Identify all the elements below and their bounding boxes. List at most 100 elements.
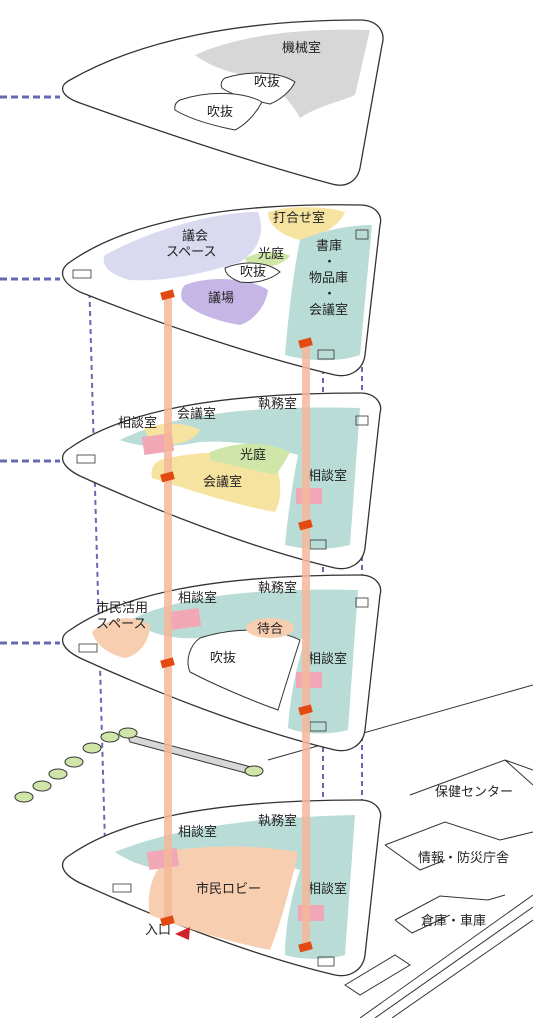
storage-zone [285, 225, 372, 361]
entrance-arrow-icon [175, 927, 190, 940]
shaft-marker [160, 471, 175, 483]
storage-line2: ・ [323, 255, 336, 270]
stair-icon [76, 454, 96, 464]
column-line-left [88, 274, 107, 881]
shaft-marker [160, 289, 175, 301]
assembly-space-line1: 議会 [182, 229, 208, 244]
info-disaster-label: 情報・防災庁舎 [418, 850, 509, 866]
office-label: 執務室 [258, 580, 297, 596]
stair-icon [355, 597, 369, 608]
void-b-zone [174, 93, 263, 131]
bridge [14, 727, 264, 803]
consult-room-right-label: 相談室 [308, 651, 347, 667]
shaft-marker [298, 519, 313, 531]
stair-icon [317, 349, 335, 360]
shaft-marker [298, 704, 313, 716]
assembly-space-label: 議会 スペース [166, 229, 216, 260]
tree-icon [48, 768, 68, 780]
citizen-space-line1: 市民活用 [96, 600, 148, 616]
consult-room-right-zone [298, 905, 324, 921]
warehouse-label: 倉庫・車庫 [421, 914, 486, 929]
assembly-space-line2: スペース [166, 245, 216, 260]
stair-icon [112, 883, 132, 893]
consult-room-left-label: 相談室 [178, 824, 217, 840]
shaft-marker [160, 657, 175, 669]
shaft-marker [298, 337, 313, 349]
conference-top-label: 会議室 [177, 406, 216, 422]
floor-3: 相談室 会議室 執務室 光庭 会議室 相談室 [61, 392, 382, 570]
surroundings [267, 684, 533, 1018]
citizen-lobby-label: 市民ロビー [196, 881, 261, 897]
health-center-outline [409, 759, 533, 796]
road-edge-3 [391, 919, 533, 1018]
consult-room-left-label: 相談室 [118, 415, 157, 431]
citizen-space-zone [92, 618, 150, 658]
floor-4: 議会 スペース 打合せ室 光庭 吹抜 議場 書庫 ・ 物品庫 ・ 会議室 [61, 204, 382, 377]
road-edge-2 [374, 906, 533, 1018]
diagonal-line-upper [267, 684, 533, 761]
parking-outline [344, 954, 411, 996]
road-edge-1 [359, 894, 533, 1018]
storage-label: 書庫 ・ 物品庫 ・ 会議室 [309, 239, 352, 318]
tree-circles [14, 727, 264, 803]
stair-icon [78, 643, 98, 653]
chamber-label: 議場 [208, 291, 234, 306]
void-a-label: 吹抜 [254, 74, 280, 90]
consult-room-right-label: 相談室 [308, 881, 347, 897]
bridge-deck [126, 733, 258, 777]
level-markers [0, 95, 60, 645]
conference-main-label: 会議室 [203, 474, 242, 490]
citizen-lobby-zone [148, 846, 298, 950]
light-court-zone [210, 443, 290, 475]
floor-2: 市民活用 スペース 相談室 執務室 待合 吹抜 相談室 [61, 574, 382, 752]
consult-room-right-label: 相談室 [308, 468, 347, 484]
chamber-zone [181, 278, 268, 325]
shaft-marker [298, 941, 313, 953]
void-b-label: 吹抜 [207, 104, 233, 120]
void-label: 吹抜 [240, 264, 266, 280]
tree-icon [244, 765, 264, 777]
shaft-right [302, 343, 310, 947]
light-court-label: 光庭 [240, 447, 266, 463]
meeting-room-label: 打合せ室 [273, 210, 325, 226]
info-building-outline [384, 821, 533, 871]
stair-icon [355, 229, 369, 240]
entrance-label: 入口 [145, 923, 171, 938]
tree-icon [118, 727, 138, 739]
void-label: 吹抜 [210, 650, 236, 666]
citizen-space-line2: スペース [96, 617, 146, 632]
citizen-space-label: 市民活用 スペース [96, 600, 152, 632]
void-zone [224, 262, 281, 283]
stair-icon [72, 269, 92, 279]
shaft-markers [160, 289, 313, 953]
stair-icon [317, 956, 335, 967]
waiting-label: 待合 [257, 622, 283, 637]
floor-1: 相談室 執務室 市民ロビー 相談室 入口 [61, 799, 382, 977]
shaft-marker [160, 915, 175, 927]
machine-room-label: 機械室 [282, 40, 321, 56]
warehouse-outline [394, 894, 506, 934]
consult-room-left-label: 相談室 [178, 590, 217, 606]
shafts [160, 289, 313, 953]
storage-line4: ・ [323, 287, 336, 302]
meeting-room-zone [268, 207, 345, 240]
tree-icon [64, 756, 84, 768]
waiting-zone [246, 618, 294, 638]
storage-line1: 書庫 [316, 239, 342, 254]
tree-icon [82, 742, 102, 754]
office-label: 執務室 [258, 813, 297, 829]
machine-room-zone [195, 29, 370, 118]
storage-line5: 会議室 [309, 302, 348, 318]
shaft-left [164, 297, 172, 921]
surroundings-labels: 保健センター 情報・防災庁舎 倉庫・車庫 [418, 785, 513, 929]
stair-icon [355, 415, 369, 426]
assembly-space-zone [103, 212, 261, 281]
health-center-label: 保健センター [435, 785, 513, 800]
tree-icon [100, 731, 120, 743]
light-court-label: 光庭 [258, 246, 284, 262]
storage-line3: 物品庫 [309, 271, 348, 286]
floor-5: 機械室 吹抜 吹抜 [61, 19, 384, 186]
office-label: 執務室 [258, 396, 297, 412]
